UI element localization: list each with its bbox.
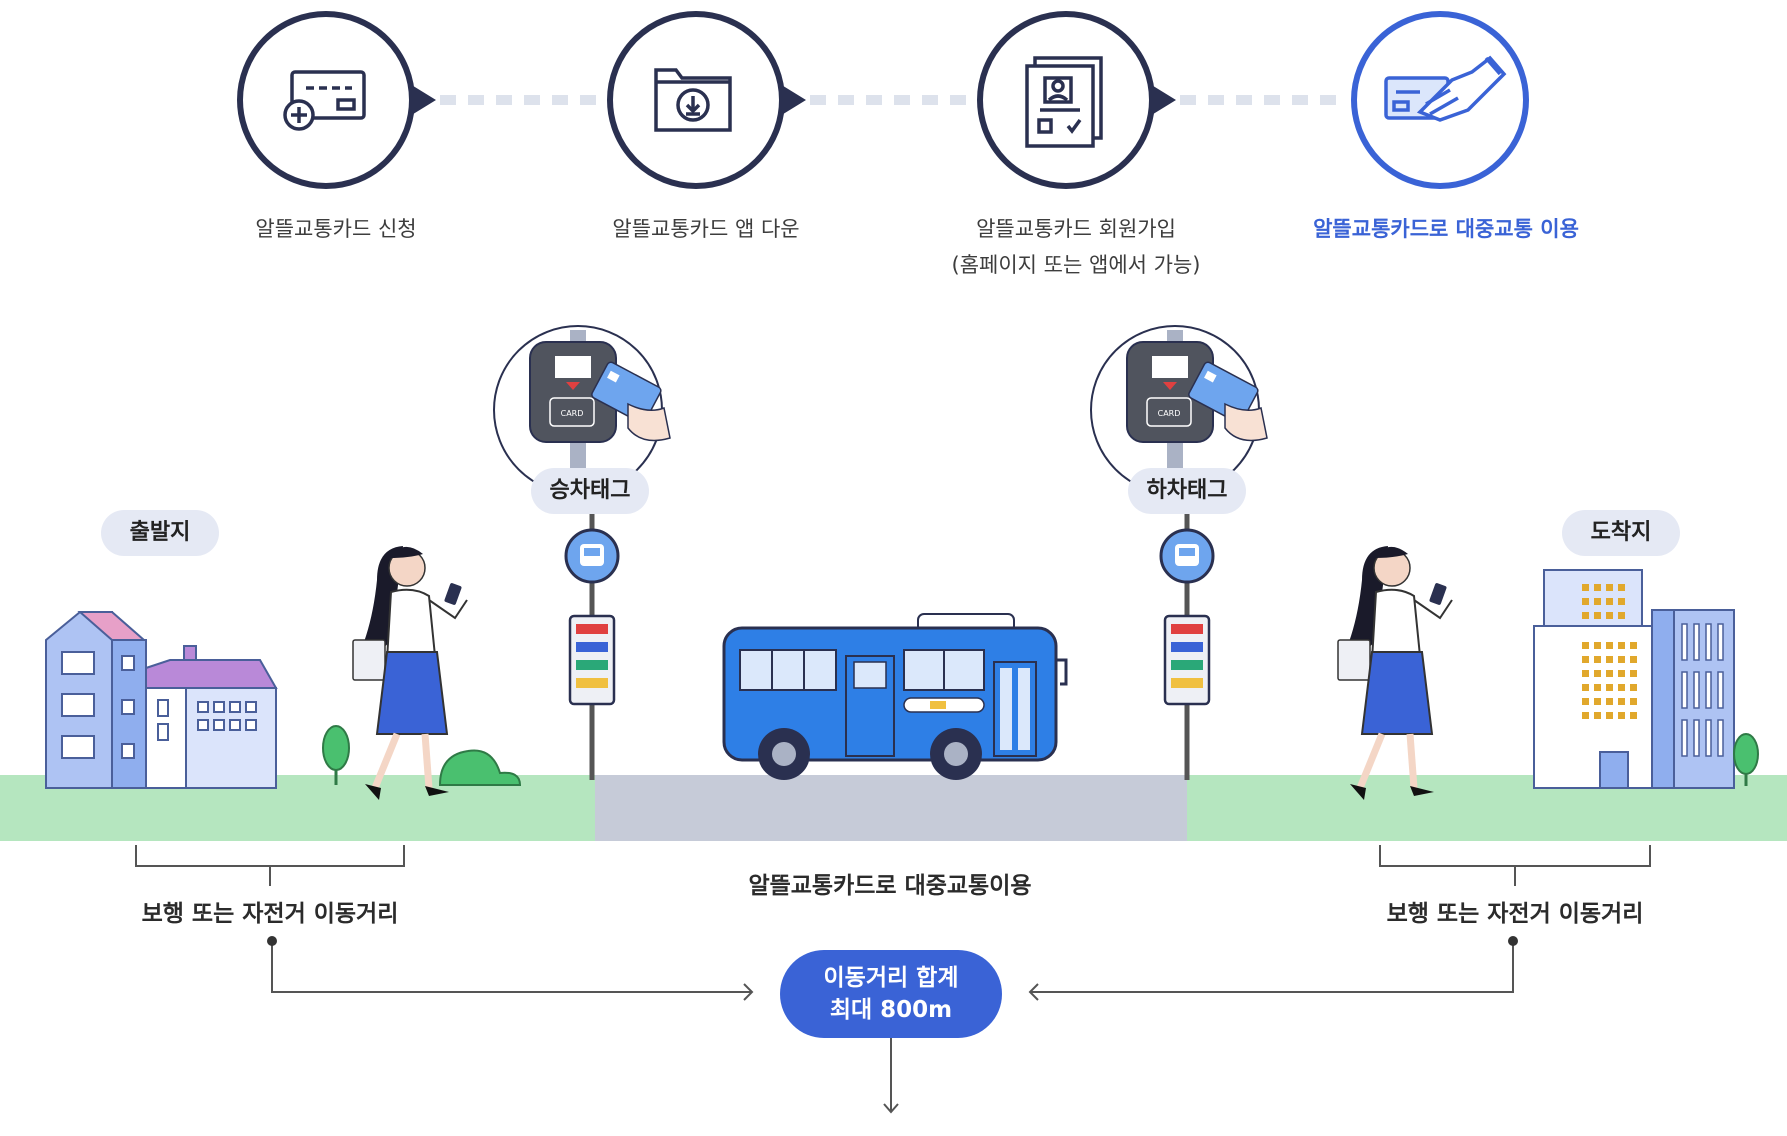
alighting-tag-pill: 하차태그 [1128,468,1246,514]
walk-distance-right: 보행 또는 자전거 이동거리 [1386,901,1644,927]
start-pill: 출발지 [101,510,219,556]
step-4-label: 알뜰교통카드로 대중교통 이용 [1313,217,1579,241]
card-text-right: CARD [1158,409,1181,418]
step-2-label: 알뜰교통카드 앱 다운 [612,217,800,241]
folder-download-icon [654,68,732,132]
start-buildings [45,611,278,789]
bus-illustration [722,613,1068,780]
bush-left [438,749,522,786]
walk-distance-left: 보행 또는 자전거 이동거리 [141,901,399,927]
bus-stop-right [1159,510,1215,780]
boarding-tag-pill: 승차태그 [531,468,649,514]
transit-caption: 알뜰교통카드로 대중교통이용 [748,873,1032,899]
step-2-circle [607,11,806,189]
tree-right [1733,733,1759,786]
end-buildings [1533,569,1735,789]
road [595,775,1187,841]
walking-person-left [352,546,468,800]
bus-stop-left [564,510,620,780]
step-3-label: 알뜰교통카드 회원가입 [976,217,1176,241]
distance-lines [135,845,1651,1114]
distance-dot-left [267,936,277,946]
tree-left [322,725,350,785]
walking-person-right [1337,546,1453,800]
step-1-label: 알뜰교통카드 신청 [255,217,417,241]
step-3-sublabel: (홈페이지 또는 앱에서 가능) [951,253,1201,277]
card-text-left: CARD [561,409,584,418]
step-1-circle [237,11,436,189]
total-line-1: 이동거리 합계 [823,965,959,991]
total-distance-badge: 이동거리 합계 최대 800m [780,950,1002,1038]
hand-card-icon [1384,55,1507,122]
distance-dot-right [1508,936,1518,946]
alighting-tag-illustration: CARD [1090,325,1268,495]
end-pill: 도착지 [1562,510,1680,556]
document-profile-icon [1025,56,1103,148]
total-line-2: 최대 800m [829,997,953,1023]
boarding-tag-illustration: CARD [493,325,671,495]
card-add-icon [283,70,366,131]
